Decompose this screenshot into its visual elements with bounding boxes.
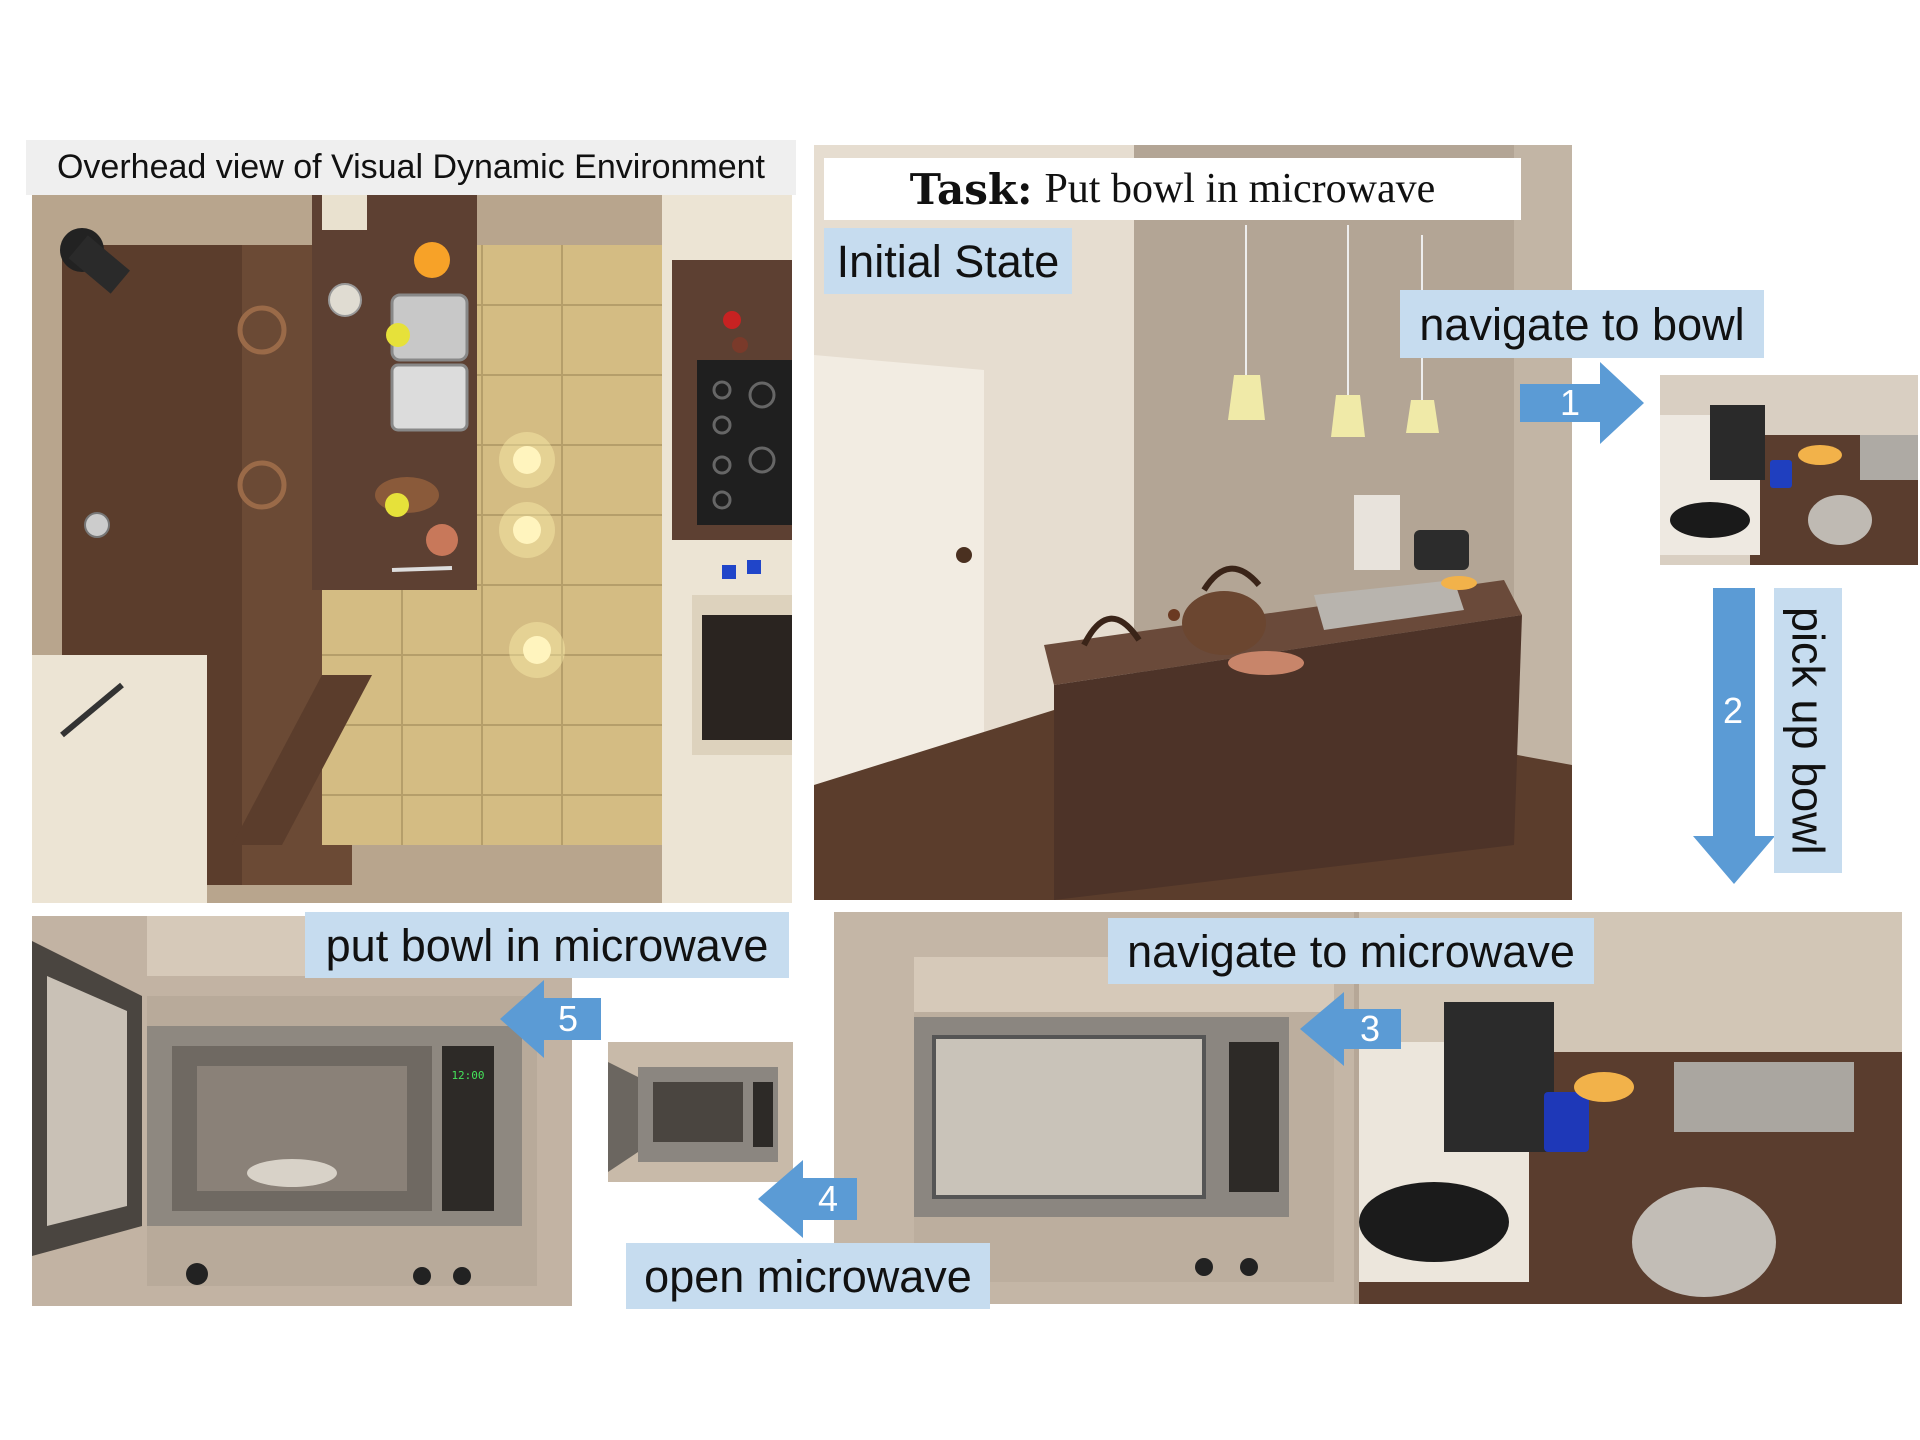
step-1-number: 1 (1559, 382, 1581, 423)
step-3-image (834, 912, 1902, 1304)
step-2-arrow (1693, 588, 1775, 884)
overhead-view-image (32, 195, 792, 903)
step-4-number: 4 (817, 1178, 839, 1219)
step-2-label: pick up bowl (1774, 588, 1842, 873)
overhead-view-title: Overhead view of Visual Dynamic Environm… (26, 140, 796, 195)
step-4-arrow (758, 1160, 857, 1238)
step-4-label: open microwave (626, 1243, 990, 1309)
step-5-label: put bowl in microwave (305, 912, 789, 978)
step-2-number: 2 (1722, 690, 1744, 731)
step-3-number: 3 (1359, 1008, 1381, 1049)
microwave-display: 12:00 (451, 1069, 484, 1082)
step-5-number: 5 (557, 998, 579, 1039)
step-5-arrow (500, 980, 601, 1058)
initial-state-label: Initial State (824, 228, 1072, 294)
step-4-image (608, 1042, 793, 1182)
step-3-label: navigate to microwave (1108, 918, 1594, 984)
step-1-label: navigate to bowl (1400, 290, 1764, 358)
step-1-image (1660, 375, 1918, 565)
step-1-arrow (1520, 362, 1644, 444)
task-box: Task: Put bowl in microwave (824, 158, 1521, 220)
task-prefix: Task: (909, 164, 1033, 214)
step-3-arrow (1300, 992, 1401, 1066)
task-text: Put bowl in microwave (1044, 166, 1436, 212)
